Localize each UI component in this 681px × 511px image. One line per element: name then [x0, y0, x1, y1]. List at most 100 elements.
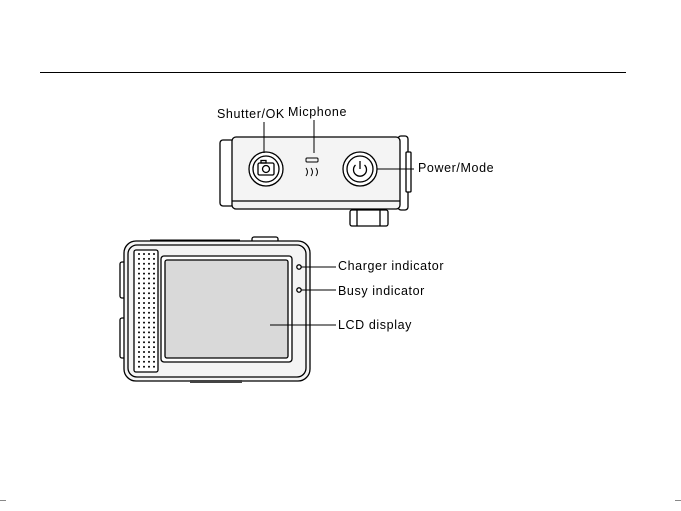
grille-dot [148, 278, 150, 280]
grille-dot [148, 268, 150, 270]
grille-dot [143, 327, 145, 329]
grille-dot [138, 273, 140, 275]
lcd-display [165, 260, 288, 358]
grille-dot [148, 322, 150, 324]
grille-dot [138, 253, 140, 255]
grille-dot [153, 312, 155, 314]
camera-top-view [220, 136, 411, 226]
grille-dot [138, 302, 140, 304]
grille-dot [153, 268, 155, 270]
grille-dot [138, 322, 140, 324]
shutter-label: Shutter/OK [217, 108, 285, 121]
grille-dot [138, 278, 140, 280]
grille-dot [138, 292, 140, 294]
grille-dot [138, 263, 140, 265]
grille-dot [143, 253, 145, 255]
top-view-mount [350, 210, 388, 226]
grille-dot [148, 287, 150, 289]
grille-dot [148, 253, 150, 255]
bottom-label-strip [190, 380, 242, 383]
grille-dot [153, 317, 155, 319]
grille-dot [148, 327, 150, 329]
grille-dot [143, 282, 145, 284]
grille-dot [153, 297, 155, 299]
grille-dot [143, 258, 145, 260]
grille-dot [138, 317, 140, 319]
charger-indicator-label: Charger indicator [338, 260, 444, 273]
grille-dot [138, 287, 140, 289]
grille-dot [138, 307, 140, 309]
grille-dot [153, 351, 155, 353]
grille-dot [138, 297, 140, 299]
grille-dot [143, 307, 145, 309]
busy-indicator-led [297, 288, 301, 292]
grille-dot [148, 292, 150, 294]
grille-dot [143, 356, 145, 358]
grille-dot [143, 346, 145, 348]
grille-dot [153, 273, 155, 275]
grille-dot [153, 282, 155, 284]
grille-dot [138, 366, 140, 368]
grille-dot [143, 341, 145, 343]
grille-dot [153, 341, 155, 343]
lcd-display-label: LCD display [338, 319, 412, 332]
grille-dot [143, 312, 145, 314]
grille-dot [143, 366, 145, 368]
grille-dot [148, 302, 150, 304]
grille-dot [143, 268, 145, 270]
grille-dot [153, 346, 155, 348]
page-edge-mark-left [0, 500, 6, 501]
grille-dot [153, 263, 155, 265]
grille-dot [148, 346, 150, 348]
grille-dot [148, 307, 150, 309]
grille-dot [153, 361, 155, 363]
grille-dot [153, 366, 155, 368]
grille-dot [148, 297, 150, 299]
charger-indicator-led [297, 265, 301, 269]
grille-dot [153, 253, 155, 255]
grille-dot [153, 302, 155, 304]
grille-dot [143, 297, 145, 299]
grille-dot [148, 366, 150, 368]
grille-dot [153, 327, 155, 329]
grille-dot [138, 346, 140, 348]
grille-dot [148, 356, 150, 358]
grille-dot [153, 278, 155, 280]
grille-dot [143, 263, 145, 265]
grille-dot [153, 322, 155, 324]
grille-dot [138, 336, 140, 338]
grille-dot [138, 361, 140, 363]
grille-dot [153, 258, 155, 260]
grille-dot [153, 331, 155, 333]
grille-dot [148, 273, 150, 275]
grille-dot [143, 278, 145, 280]
grille-dot [153, 287, 155, 289]
busy-indicator-label: Busy indicator [338, 285, 425, 298]
grille-dot [148, 312, 150, 314]
page-edge-mark-right [675, 500, 681, 501]
power-mode-label: Power/Mode [418, 162, 494, 175]
microphone-label: Micphone [288, 106, 347, 119]
grille-dot [138, 312, 140, 314]
grille-dot [138, 341, 140, 343]
shutter-button[interactable] [249, 152, 283, 186]
grille-dot [148, 263, 150, 265]
grille-dot [153, 292, 155, 294]
grille-dot [148, 282, 150, 284]
grille-dot [153, 336, 155, 338]
grille-dot [143, 336, 145, 338]
grille-dot [143, 331, 145, 333]
grille-dot [143, 292, 145, 294]
grille-dot [143, 351, 145, 353]
top-view-side-port [406, 152, 411, 192]
power-button[interactable] [343, 152, 377, 186]
grille-dot [148, 336, 150, 338]
grille-dot [143, 302, 145, 304]
grille-dot [143, 322, 145, 324]
grille-dot [138, 351, 140, 353]
grille-dot [148, 317, 150, 319]
grille-dot [143, 361, 145, 363]
grille-dot [138, 356, 140, 358]
